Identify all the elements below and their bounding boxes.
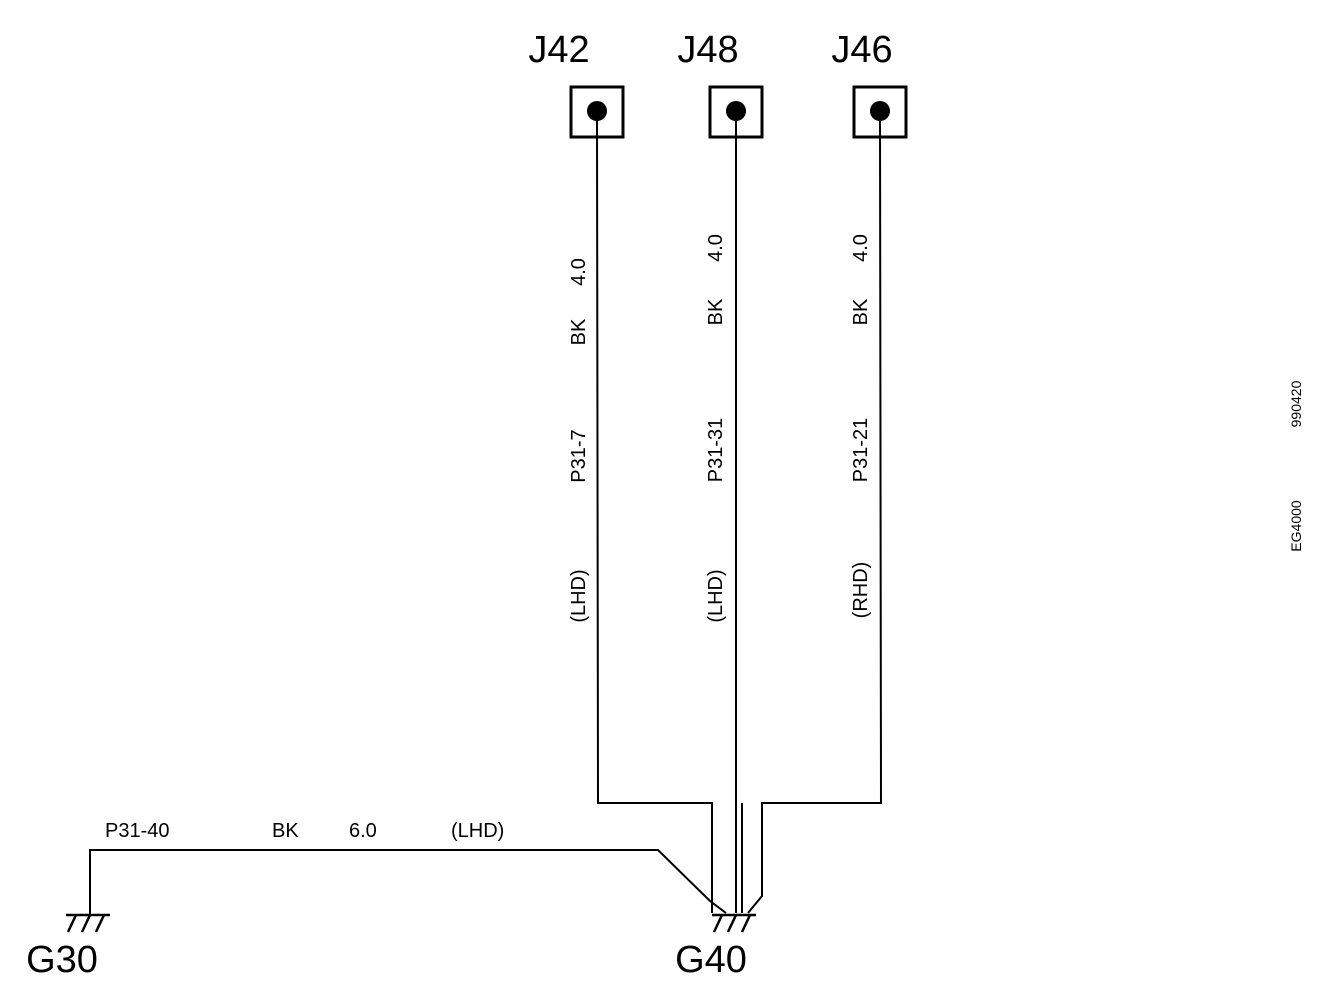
wire-j48-color: BK <box>705 298 727 325</box>
wire-g30-size: 6.0 <box>349 820 377 842</box>
wire-j42-size: 4.0 <box>568 258 590 286</box>
ground-g40-icon <box>712 913 756 933</box>
wire-j48-size: 4.0 <box>705 234 727 262</box>
wire-g30-pin: P31-40 <box>105 820 170 842</box>
ground-g30-icon <box>66 913 110 933</box>
connector-j42-label: J42 <box>528 29 589 71</box>
wire-g30-color: BK <box>272 820 299 842</box>
connector-j48-label: J48 <box>677 29 738 71</box>
wire-j46-color: BK <box>850 298 872 325</box>
wire-j48-variant: (LHD) <box>705 569 727 622</box>
wire-j46 <box>747 120 883 914</box>
connector-j42-pin <box>587 101 607 121</box>
wire-j42-variant: (LHD) <box>568 569 590 622</box>
wire-j48-pin: P31-31 <box>705 418 727 483</box>
wire-j46-pin: P31-21 <box>850 418 872 483</box>
wire-j42 <box>596 120 713 913</box>
ground-g40-label: G40 <box>675 939 747 981</box>
wire-g30-variant: (LHD) <box>451 820 504 842</box>
doc-code-date: 990420 <box>1288 380 1304 427</box>
connector-j46-pin <box>870 101 890 121</box>
connector-j46-label: J46 <box>831 29 892 71</box>
wire-g30 <box>89 849 727 915</box>
doc-code-id: EG4000 <box>1288 500 1304 552</box>
connector-j48-pin <box>726 101 746 121</box>
wire-j42-color: BK <box>568 318 590 345</box>
wire-j46-size: 4.0 <box>850 234 872 262</box>
wire-j46-variant: (RHD) <box>850 562 872 619</box>
ground-g30-label: G30 <box>26 939 98 981</box>
wire-j42-pin: P31-7 <box>568 429 590 482</box>
